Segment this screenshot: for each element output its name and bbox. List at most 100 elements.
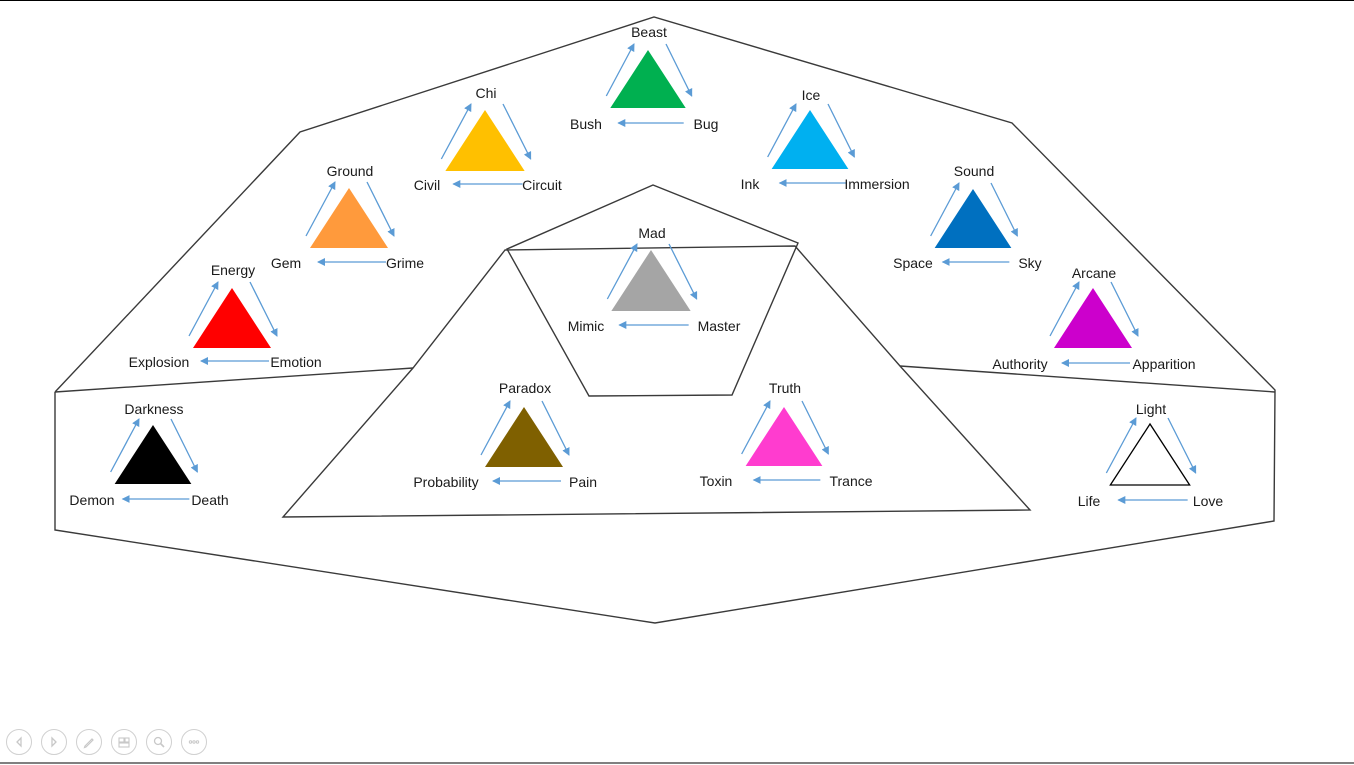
zoom-button[interactable]: [146, 729, 172, 755]
arrow-up-left: [605, 43, 635, 97]
element-label-left: Toxin: [700, 473, 733, 489]
arrow-down-right: [541, 400, 570, 456]
element-label-top: Paradox: [499, 380, 551, 396]
element-triangle: [193, 288, 271, 348]
inner-pentagon-outline: [506, 184, 799, 397]
element-label-right: Apparition: [1132, 356, 1195, 372]
element-label-right: Sky: [1018, 255, 1041, 271]
element-triangle: [611, 250, 691, 311]
arrow-down-right: [827, 103, 855, 158]
element-triangle: [610, 50, 686, 108]
right-divider-line: [899, 365, 1276, 393]
arrow-up-left: [606, 243, 638, 300]
element-label-left: Space: [893, 255, 933, 271]
arrow-down-right: [366, 181, 395, 237]
arrow-down-right: [668, 243, 698, 300]
outer-region-outline: [54, 16, 1276, 624]
element-label-top: Sound: [954, 163, 994, 179]
arrow-down-right: [801, 400, 829, 455]
element-triangle: [445, 110, 525, 171]
element-label-top: Beast: [631, 24, 667, 40]
element-label-right: Grime: [386, 255, 424, 271]
element-label-left: Life: [1078, 493, 1101, 509]
element-triangle: [114, 425, 192, 484]
element-label-left: Explosion: [129, 354, 190, 370]
arrow-down-right: [990, 182, 1018, 237]
previous-button[interactable]: [6, 729, 32, 755]
element-triangle: [745, 407, 823, 466]
arrow-up-left: [110, 418, 140, 473]
element-triangle: [934, 189, 1012, 248]
element-label-right: Pain: [569, 474, 597, 490]
element-label-right: Emotion: [270, 354, 321, 370]
left-divider-line: [54, 367, 414, 393]
element-label-right: Love: [1193, 493, 1224, 509]
next-icon: [51, 736, 57, 748]
arrow-up-left: [767, 103, 797, 158]
element-label-left: Probability: [413, 474, 478, 490]
slides-button[interactable]: [111, 729, 137, 755]
element-label-right: Master: [698, 318, 741, 334]
arrow-down-right: [249, 281, 278, 337]
arrow-up-left: [1105, 417, 1137, 474]
element-triangle: [310, 188, 388, 248]
element-label-top: Energy: [211, 262, 255, 278]
slideshow-controls: [6, 729, 207, 755]
arrow-up-left: [741, 400, 771, 455]
more-icon: [188, 740, 200, 744]
element-label-left: Civil: [414, 177, 440, 193]
pen-button[interactable]: [76, 729, 102, 755]
arrow-down-right: [665, 43, 693, 97]
element-label-left: Demon: [69, 492, 114, 508]
slides-icon: [118, 737, 130, 748]
arrow-up-left: [480, 400, 511, 456]
element-triangle: [771, 110, 849, 169]
arrow-down-right: [1110, 281, 1139, 337]
arrow-up-left: [1049, 281, 1080, 337]
element-label-top: Arcane: [1072, 265, 1117, 281]
region-outlines: [54, 16, 1276, 624]
element-label-right: Bug: [694, 116, 719, 132]
arrow-up-left: [930, 182, 960, 237]
element-label-top: Chi: [475, 85, 496, 101]
arrow-down-right: [502, 103, 532, 160]
element-label-left: Bush: [570, 116, 602, 132]
inner-trapezoid-outline: [281, 245, 1032, 518]
arrow-up-left: [440, 103, 472, 160]
zoom-icon: [153, 736, 165, 748]
previous-icon: [16, 736, 22, 748]
element-triangle: [1054, 288, 1132, 348]
element-label-top: Truth: [769, 380, 801, 396]
element-triangle: [485, 407, 563, 467]
element-label-left: Authority: [992, 356, 1047, 372]
next-button[interactable]: [41, 729, 67, 755]
element-label-left: Ink: [741, 176, 761, 192]
element-label-top: Ice: [802, 87, 821, 103]
element-label-right: Death: [191, 492, 228, 508]
element-triangle: [1109, 422, 1191, 486]
arrow-down-right: [1167, 417, 1197, 474]
element-label-left: Gem: [271, 255, 301, 271]
element-label-top: Ground: [327, 163, 374, 179]
element-label-top: Mad: [638, 225, 665, 241]
arrow-up-left: [188, 281, 219, 337]
element-label-right: Circuit: [522, 177, 562, 193]
element-label-top: Light: [1136, 401, 1166, 417]
more-button[interactable]: [181, 729, 207, 755]
element-label-right: Trance: [829, 473, 872, 489]
arrow-down-right: [170, 418, 198, 473]
arrow-up-left: [305, 181, 336, 237]
